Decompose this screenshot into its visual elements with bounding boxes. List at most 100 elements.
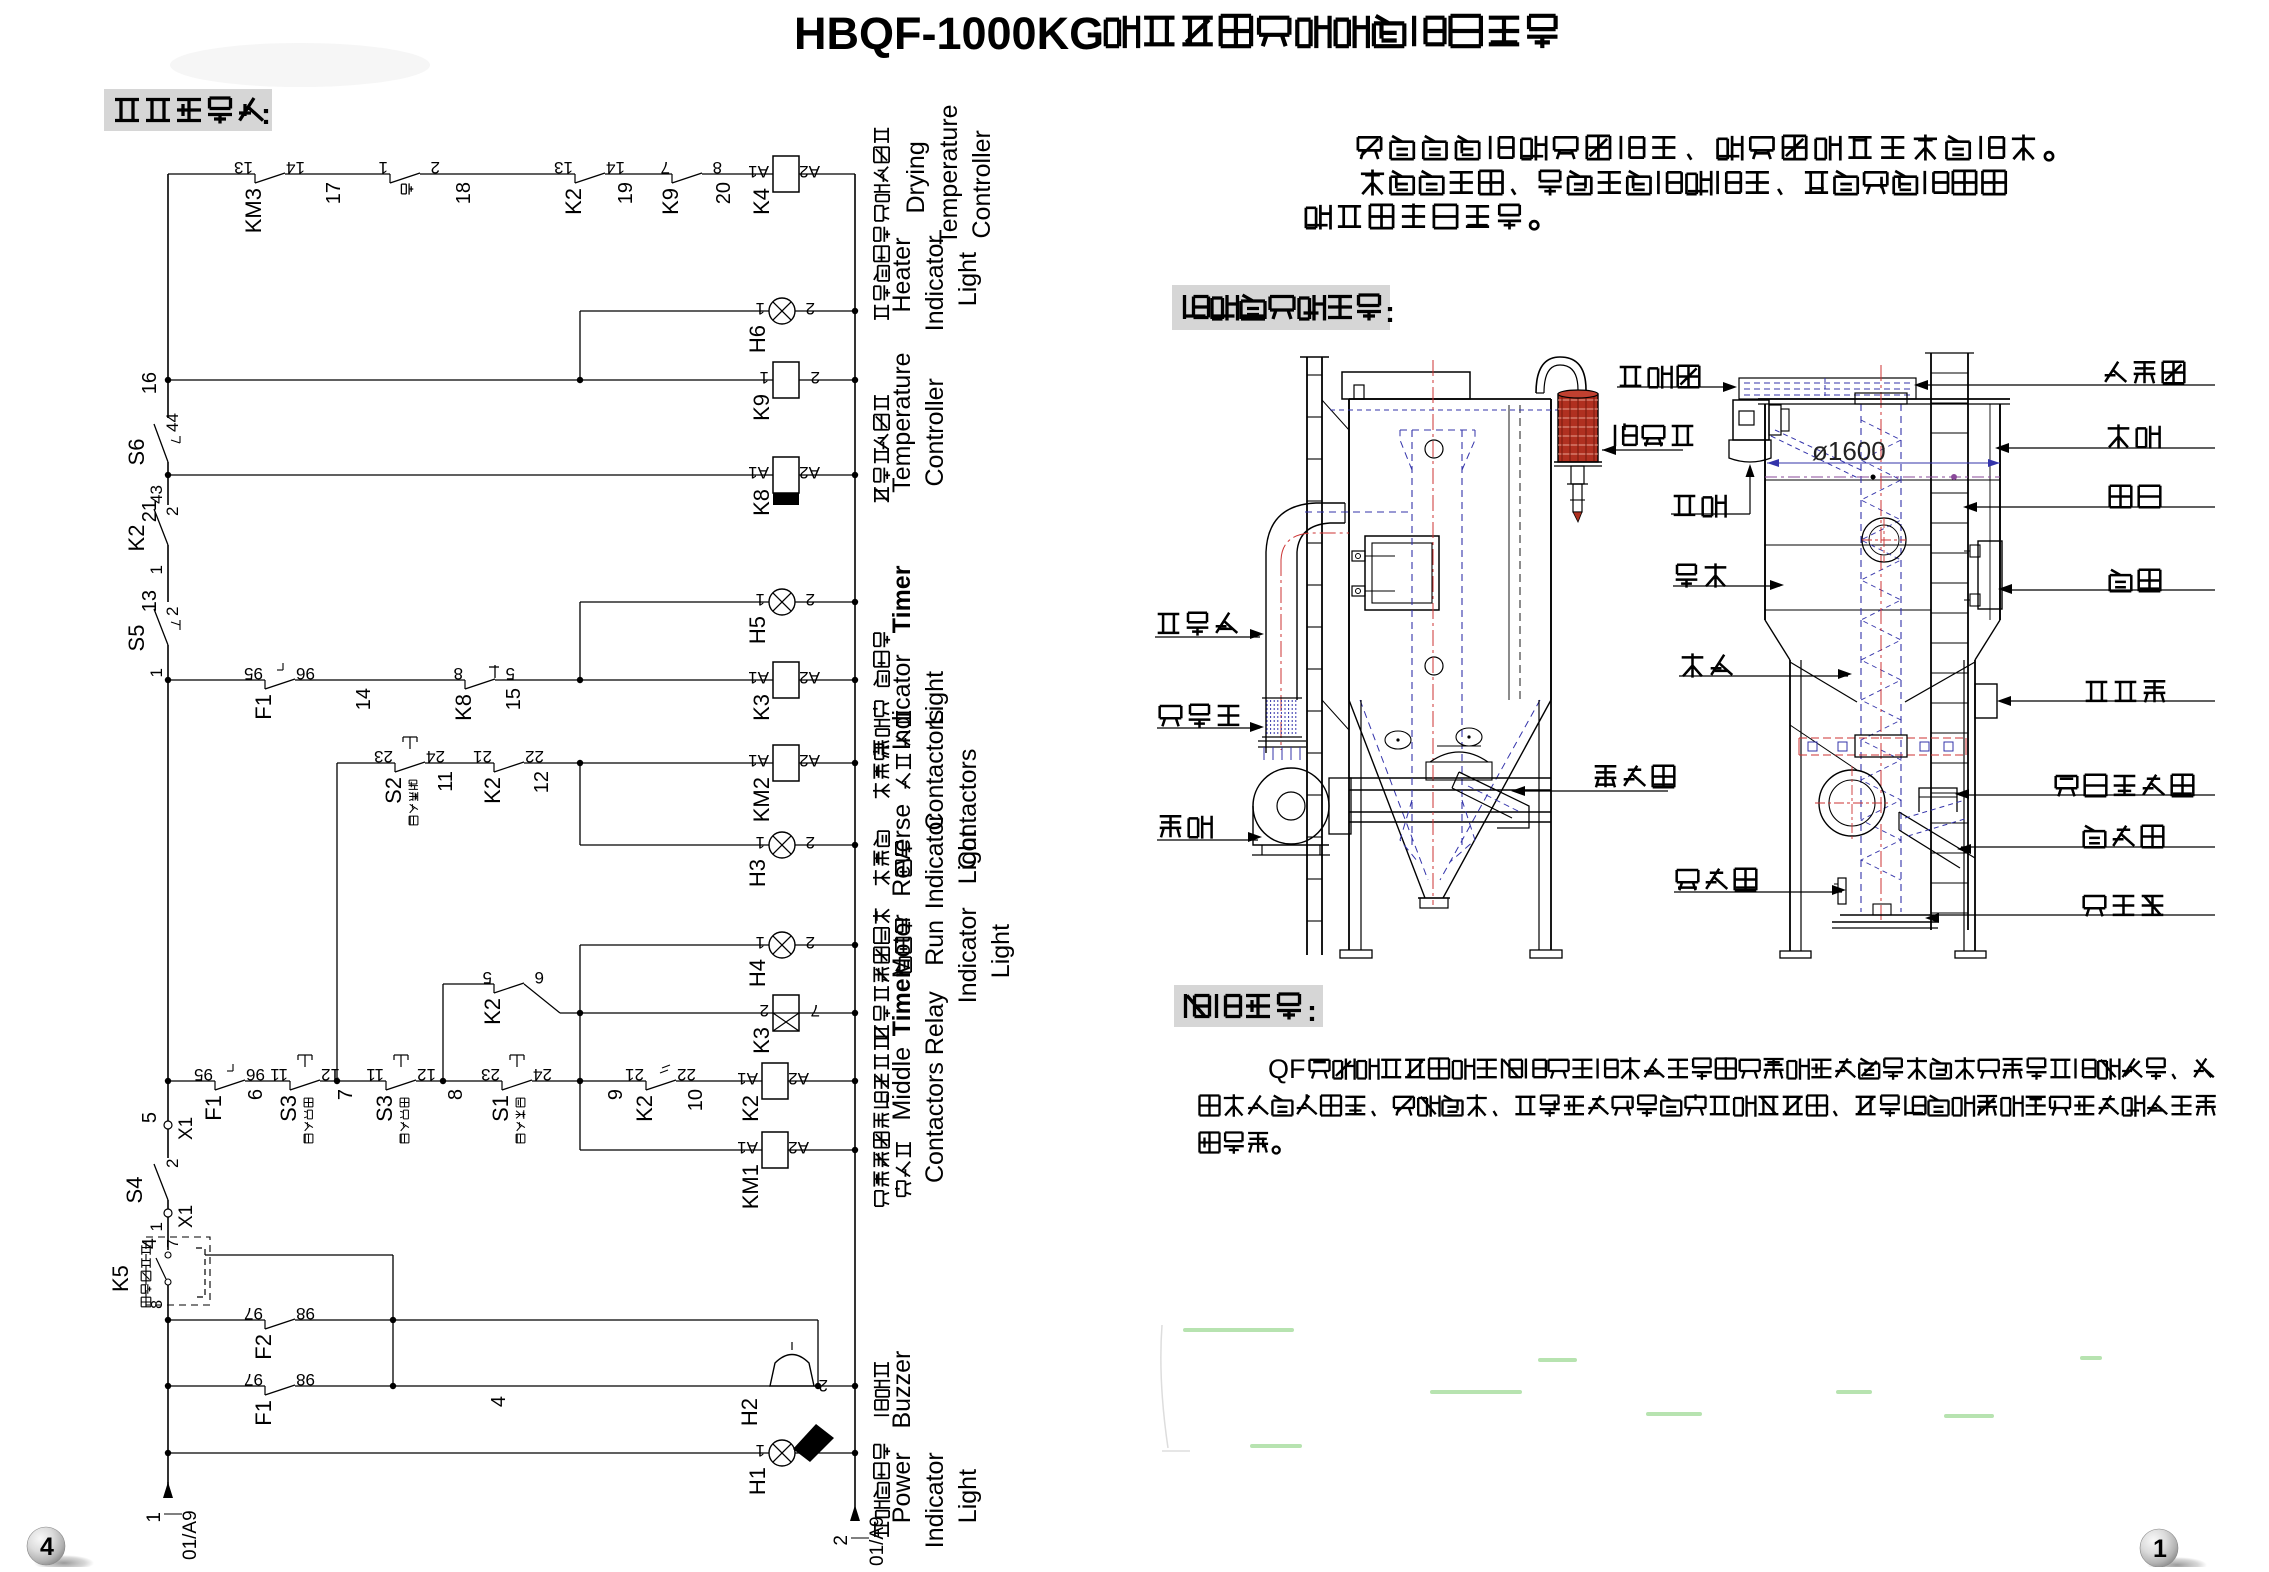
svg-text:F1: F1 xyxy=(201,1095,226,1121)
svg-text:14: 14 xyxy=(606,158,625,177)
svg-text:A2: A2 xyxy=(799,463,820,482)
svg-text:Timer: Timer xyxy=(888,565,916,633)
svg-text:S4: S4 xyxy=(122,1177,147,1204)
svg-text:K2: K2 xyxy=(480,777,505,804)
svg-text:1: 1 xyxy=(756,1441,765,1460)
svg-text:S1: S1 xyxy=(488,1095,513,1122)
svg-text:A2: A2 xyxy=(788,1138,809,1157)
svg-text:K4: K4 xyxy=(749,188,774,215)
svg-text:Light: Light xyxy=(954,830,982,884)
svg-text:K2: K2 xyxy=(124,525,149,552)
svg-text:K5: K5 xyxy=(108,1265,133,1292)
svg-text:H4: H4 xyxy=(745,959,770,987)
svg-text:8: 8 xyxy=(454,664,463,683)
svg-text:6: 6 xyxy=(535,968,544,987)
svg-text:K9: K9 xyxy=(749,394,774,421)
svg-text:Indicator: Indicator xyxy=(921,1452,949,1548)
svg-text:Motor: Motor xyxy=(888,914,916,978)
svg-text:96: 96 xyxy=(296,664,315,683)
svg-text::: : xyxy=(1307,995,1317,1028)
svg-text:7: 7 xyxy=(165,1239,182,1248)
svg-text:96: 96 xyxy=(246,1065,265,1084)
svg-text:17: 17 xyxy=(323,182,345,204)
svg-text:Controller: Controller xyxy=(968,130,996,238)
svg-text:A2: A2 xyxy=(788,1069,809,1088)
svg-text:2: 2 xyxy=(831,1535,852,1546)
svg-text:K2: K2 xyxy=(480,998,505,1025)
svg-text:24: 24 xyxy=(426,747,445,766)
svg-text:H5: H5 xyxy=(745,616,770,644)
svg-text:Heater: Heater xyxy=(888,237,916,312)
svg-text:21: 21 xyxy=(473,747,492,766)
svg-text:44: 44 xyxy=(163,413,182,432)
svg-text:98: 98 xyxy=(296,1370,315,1389)
svg-text:S3: S3 xyxy=(276,1095,301,1122)
svg-text:K2: K2 xyxy=(738,1095,763,1122)
svg-text:95: 95 xyxy=(244,664,263,683)
svg-text:S6: S6 xyxy=(124,439,149,466)
svg-text:Controller: Controller xyxy=(921,378,949,486)
svg-text:Indicator: Indicator xyxy=(921,813,949,909)
svg-text::: : xyxy=(1385,296,1395,329)
svg-text:Indicator: Indicator xyxy=(888,654,916,750)
svg-text:2: 2 xyxy=(163,607,182,616)
svg-text:20: 20 xyxy=(713,182,735,204)
svg-text:11: 11 xyxy=(366,1065,384,1084)
svg-text:Power: Power xyxy=(888,1452,916,1523)
svg-text:S3: S3 xyxy=(372,1095,397,1122)
svg-text:2: 2 xyxy=(806,590,815,609)
svg-text:2: 2 xyxy=(163,507,182,516)
svg-text:01/A9: 01/A9 xyxy=(867,1516,888,1566)
svg-text:A1: A1 xyxy=(748,668,769,687)
svg-text:A1: A1 xyxy=(748,162,769,181)
svg-text:S2: S2 xyxy=(381,777,406,804)
svg-text:1: 1 xyxy=(144,1512,165,1523)
svg-text:F2: F2 xyxy=(251,1334,276,1360)
svg-text:13: 13 xyxy=(554,158,573,177)
svg-text:Middle: Middle xyxy=(888,1047,916,1121)
svg-text:A1: A1 xyxy=(748,751,769,770)
svg-text:5: 5 xyxy=(483,968,492,987)
svg-text:8: 8 xyxy=(149,1300,166,1309)
svg-text:2: 2 xyxy=(806,833,815,852)
svg-text:98: 98 xyxy=(296,1304,315,1323)
svg-text:Light: Light xyxy=(987,924,1015,978)
svg-text:7: 7 xyxy=(811,1001,820,1020)
svg-text:1: 1 xyxy=(756,590,765,609)
svg-text:Light: Light xyxy=(954,252,982,306)
svg-text:1: 1 xyxy=(379,158,388,177)
svg-text:K3: K3 xyxy=(749,694,774,721)
svg-text:24: 24 xyxy=(533,1065,552,1084)
svg-text:21: 21 xyxy=(139,500,161,522)
svg-text:8: 8 xyxy=(713,158,722,177)
svg-text:F1: F1 xyxy=(251,1400,276,1426)
svg-text:12: 12 xyxy=(531,771,553,793)
svg-text:8: 8 xyxy=(445,1089,467,1100)
svg-text:F1: F1 xyxy=(251,694,276,720)
svg-text:A1: A1 xyxy=(748,463,769,482)
svg-text:H3: H3 xyxy=(745,859,770,887)
svg-text:23: 23 xyxy=(374,747,393,766)
svg-text:14: 14 xyxy=(286,158,305,177)
svg-text:K2: K2 xyxy=(561,188,586,215)
svg-text:01/A9: 01/A9 xyxy=(180,1510,201,1560)
svg-text:1: 1 xyxy=(147,565,166,574)
svg-text:A1: A1 xyxy=(737,1138,758,1157)
svg-text:15: 15 xyxy=(503,688,525,710)
svg-text:18: 18 xyxy=(453,182,475,204)
svg-text:2: 2 xyxy=(806,933,815,952)
svg-text:1: 1 xyxy=(760,368,769,387)
svg-text:11: 11 xyxy=(270,1065,288,1084)
svg-text:4: 4 xyxy=(488,1396,510,1407)
svg-text:Drying: Drying xyxy=(902,141,930,213)
svg-text:A2: A2 xyxy=(799,668,820,687)
svg-text:Temperature: Temperature xyxy=(935,104,963,244)
svg-text:Light: Light xyxy=(921,671,949,725)
svg-text:QF: QF xyxy=(1268,1054,1306,1084)
svg-text:S5: S5 xyxy=(124,625,149,652)
svg-text:2: 2 xyxy=(811,368,820,387)
svg-text:2: 2 xyxy=(431,158,440,177)
svg-text:ø1600: ø1600 xyxy=(1812,436,1886,466)
svg-text:KM1: KM1 xyxy=(738,1164,763,1209)
svg-text:A2: A2 xyxy=(799,751,820,770)
